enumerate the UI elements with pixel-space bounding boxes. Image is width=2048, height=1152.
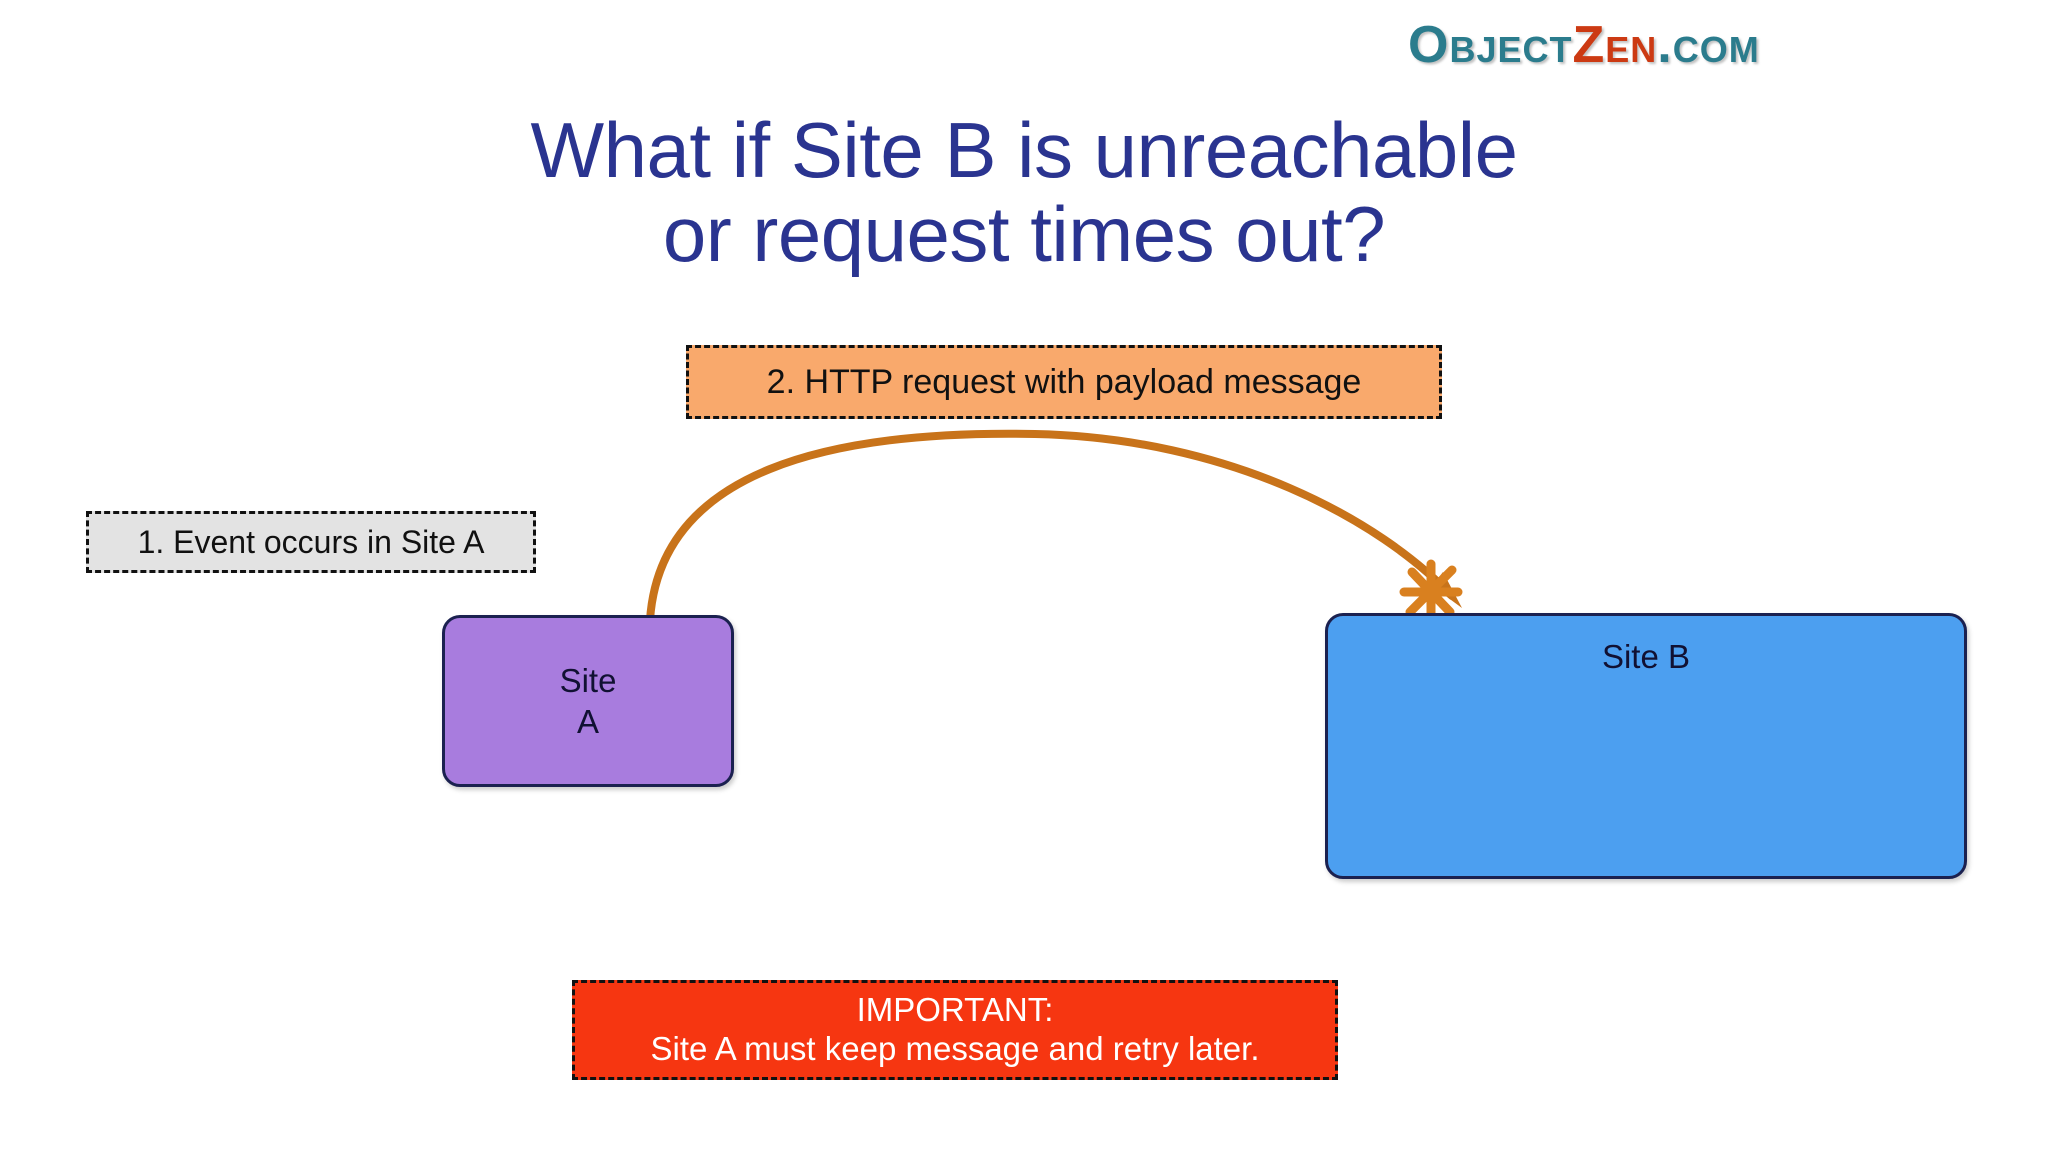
callout-important-line-2: Site A must keep message and retry later… xyxy=(650,1030,1260,1067)
failed-request-arrow-path xyxy=(646,429,1456,624)
callout-http-request: 2. HTTP request with payload message xyxy=(686,345,1442,419)
node-site-a-label-line-2: A xyxy=(576,703,599,740)
callout-important-line-1: IMPORTANT: xyxy=(856,991,1054,1029)
logo-text-object: Object xyxy=(1408,16,1573,74)
slide-title-line-2: or request times out? xyxy=(662,190,1386,279)
x-cross-failure-marker xyxy=(1399,559,1463,625)
node-site-a-label: Site A xyxy=(560,660,617,743)
node-site-b-label: Site B xyxy=(1601,638,1691,675)
callout-http-request-label: 2. HTTP request with payload message xyxy=(766,362,1362,401)
arrow-head-icon xyxy=(1432,572,1462,608)
logo-text-zen: Zen xyxy=(1572,16,1658,74)
callout-event-occurs: 1. Event occurs in Site A xyxy=(86,511,536,573)
slide-title: What if Site B is unreachable or request… xyxy=(0,106,2048,279)
slide-title-line-1: What if Site B is unreachable xyxy=(530,106,1518,194)
logo-text-com: .com xyxy=(1657,16,1760,74)
node-site-a: Site A xyxy=(442,615,734,787)
node-site-b: Site B xyxy=(1325,613,1967,879)
node-site-a-label-line-1: Site xyxy=(559,661,617,699)
callout-important: IMPORTANT: Site A must keep message and … xyxy=(572,980,1338,1080)
callout-event-label: 1. Event occurs in Site A xyxy=(137,523,485,560)
